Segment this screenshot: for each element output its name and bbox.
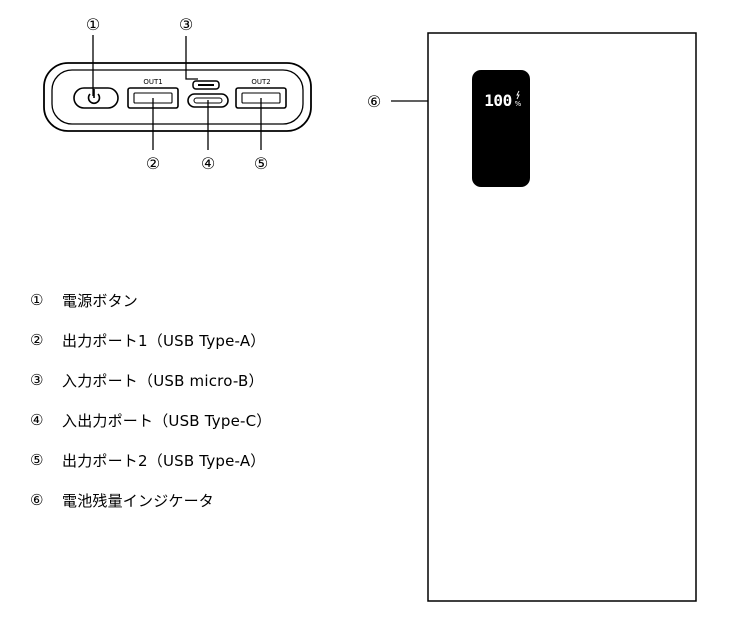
- legend-text: 入出力ポート（USB Type-C）: [62, 411, 272, 430]
- micro-b-port: [192, 80, 220, 90]
- legend-item: ⑤ 出力ポート2（USB Type-A）: [30, 440, 272, 480]
- callout-5: ⑤: [254, 154, 268, 173]
- legend-item: ② 出力ポート1（USB Type-A）: [30, 320, 272, 360]
- callout-2: ②: [146, 154, 160, 173]
- legend-text: 出力ポート2（USB Type-A）: [62, 451, 266, 470]
- legend-number: ③: [30, 371, 44, 389]
- display-reading: 100: [484, 91, 511, 110]
- power-bank-front: [427, 32, 697, 602]
- power-button[interactable]: [73, 87, 119, 109]
- port-side-view: OUT1 OUT2: [43, 62, 312, 132]
- power-icon: [87, 89, 101, 105]
- legend-number: ④: [30, 411, 44, 429]
- legend-text: 出力ポート1（USB Type-A）: [62, 331, 266, 350]
- port-side-inner-shell: [51, 69, 304, 125]
- display-unit: %: [515, 100, 522, 108]
- out1-port-label: OUT1: [143, 78, 162, 86]
- legend-item: ④ 入出力ポート（USB Type-C）: [30, 400, 272, 440]
- legend-number: ⑤: [30, 451, 44, 469]
- callout-3: ③: [179, 15, 193, 34]
- legend-number: ①: [30, 291, 44, 309]
- legend-text: 電源ボタン: [62, 291, 139, 310]
- callout-1: ①: [86, 15, 100, 34]
- legend-item: ① 電源ボタン: [30, 280, 272, 320]
- callout-6: ⑥: [367, 92, 381, 111]
- legend-item: ⑥ 電池残量インジケータ: [30, 480, 272, 520]
- port-side-outer-shell: [43, 62, 312, 132]
- battery-level-display: 100 %: [472, 70, 530, 187]
- legend-item: ③ 入力ポート（USB micro-B）: [30, 360, 272, 400]
- legend-number: ②: [30, 331, 44, 349]
- charging-bolt-icon: [516, 90, 520, 100]
- legend-list: ① 電源ボタン ② 出力ポート1（USB Type-A） ③ 入力ポート（USB…: [30, 280, 272, 520]
- legend-text: 電池残量インジケータ: [62, 491, 215, 510]
- legend-number: ⑥: [30, 491, 44, 509]
- leader-line-3: [185, 36, 198, 80]
- legend-text: 入力ポート（USB micro-B）: [62, 371, 264, 390]
- display-panel: [472, 70, 530, 187]
- out2-port-label: OUT2: [251, 78, 270, 86]
- callout-4: ④: [201, 154, 215, 173]
